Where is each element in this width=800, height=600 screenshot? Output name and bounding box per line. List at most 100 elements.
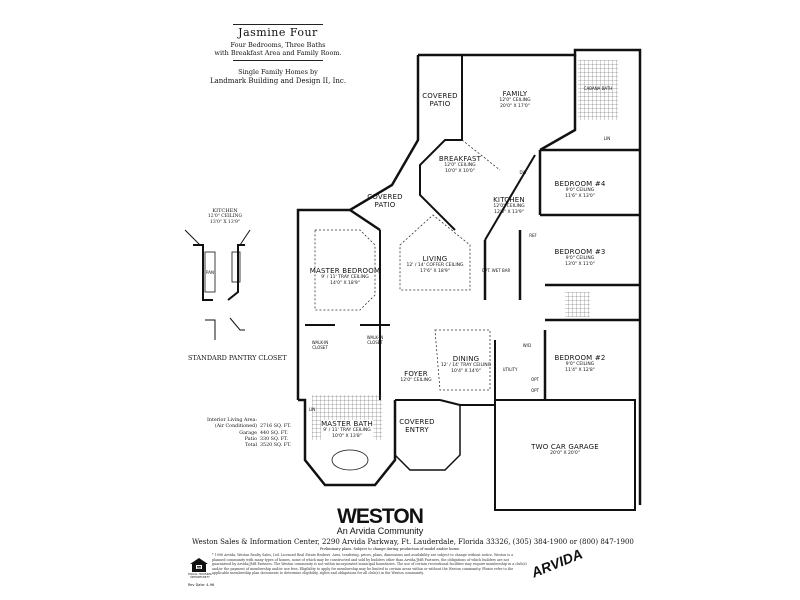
room-name: BEDROOM #4 xyxy=(554,180,606,188)
room-walkin-closet-left: WALK-IN CLOSET xyxy=(312,340,329,350)
room-bedroom-4: BEDROOM #4 9'0" CEILING 11'6" X 13'0" xyxy=(554,180,605,200)
room-size: 14'0" X 18'9" xyxy=(330,281,360,286)
room-name: TWO CAR GARAGE xyxy=(531,443,599,451)
bath-tile xyxy=(565,292,590,317)
room-name: CLOSET xyxy=(367,340,383,345)
room-name: FAMILY xyxy=(502,90,528,98)
room-name: MASTER BATH xyxy=(321,420,373,428)
area-row: (Air Conditioned)2716 SQ. FT. xyxy=(200,424,300,430)
builder-name: Landmark Building and Design II, Inc. xyxy=(209,77,347,85)
room-name: KITCHEN xyxy=(493,196,525,204)
room-size: 11'6" X 13'0" xyxy=(565,194,595,199)
room-ceiling: 12'0" CEILING xyxy=(499,98,531,103)
room-utility: UTILITY xyxy=(502,367,518,372)
room-name: FOYER xyxy=(404,370,428,378)
cabana-bath-tile xyxy=(578,60,618,120)
sales-center-info: Weston Sales & Information Center, 2290 … xyxy=(192,538,634,546)
room-name: MASTER BEDROOM xyxy=(309,267,381,275)
area-table: Interior Living Area: (Air Conditioned)2… xyxy=(200,418,300,449)
equal-housing-icon xyxy=(190,558,208,572)
linen-label: LIN xyxy=(308,407,316,412)
weston-tagline: An Arvida Community xyxy=(336,526,424,536)
coffer-ceiling-outline xyxy=(399,214,471,291)
room-size: 13'0" X 13'9" xyxy=(210,220,240,225)
room-dining: DINING 12' / 14' TRAY CEILING 10'4" X 14… xyxy=(441,355,491,375)
room-ceiling: 12'0" CEILING xyxy=(493,204,525,209)
refrigerator-label: REF xyxy=(529,233,537,238)
room-covered-patio-mid: COVERED PATIO xyxy=(367,193,403,209)
room-name: COVERED xyxy=(422,92,458,100)
builder-line: Single Family Homes by xyxy=(238,68,318,76)
pantry-caption: STANDARD PANTRY CLOSET xyxy=(188,354,287,362)
bathtub xyxy=(331,449,369,471)
room-living: LIVING 12' / 14' COFFER CEILING 17'6" X … xyxy=(407,255,464,275)
room-ceiling: 9' / 11' TRAY CEILING xyxy=(321,275,369,280)
room-name: COVERED xyxy=(367,193,403,201)
room-name: COVERED xyxy=(399,418,435,426)
room-size: 12'0" X 13'9" xyxy=(494,210,524,215)
revision-date: Rev Date: 4-96 xyxy=(188,583,215,587)
room-ceiling: 9'0" CEILING xyxy=(565,188,595,193)
room-name: BREAKFAST xyxy=(438,155,482,163)
washer-dryer-label: W/D xyxy=(522,343,532,348)
preliminary-note: Preliminary plans. Subject to change dur… xyxy=(319,547,461,551)
pantry-inset-kitchen: KITCHEN 12'0" CEILING 13'0" X 13'9" xyxy=(208,208,242,226)
exterior-wall xyxy=(296,55,420,400)
room-master-bath: MASTER BATH 9' / 11' TRAY CEILING 10'0" … xyxy=(321,420,373,440)
room-ceiling: 9' / 11' TRAY CEILING xyxy=(321,428,373,434)
room-name: WALK-IN xyxy=(366,335,384,340)
room-size: 17'6" X 18'9" xyxy=(420,269,450,274)
area-label: (Air Conditioned) xyxy=(214,424,257,430)
room-name: ENTRY xyxy=(405,426,429,434)
area-row: Interior Living Area: xyxy=(200,418,300,424)
room-size: 13'0" X 11'0" xyxy=(565,262,595,267)
room-name: KITCHEN xyxy=(212,208,238,214)
room-name: BEDROOM #2 xyxy=(554,354,606,362)
room-ceiling: 12' / 14' COFFER CEILING xyxy=(406,263,464,268)
room-family: FAMILY 12'0" CEILING 20'0" X 17'0" xyxy=(499,90,530,110)
plan-title: Jasmine Four xyxy=(238,26,318,39)
room-bedroom-3: BEDROOM #3 9'0" CEILING 13'0" X 11'0" xyxy=(554,248,605,268)
room-walkin-closet-right: WALK-IN CLOSET xyxy=(367,335,384,345)
weston-logo: WESTON xyxy=(337,505,424,528)
room-name: CLOSET xyxy=(312,345,328,350)
room-ceiling: 12'0" CEILING xyxy=(444,163,476,168)
area-label: Total xyxy=(244,443,257,449)
opt-label: OPT xyxy=(530,377,540,382)
room-name: BEDROOM #3 xyxy=(554,248,606,256)
pantry-wall xyxy=(193,244,213,301)
room-size: 10'0" X 13'8" xyxy=(321,434,373,440)
exterior-wall xyxy=(298,398,397,487)
room-bedroom-2: BEDROOM #2 9'0" CEILING 11'4" X 12'8" xyxy=(554,354,605,374)
divider xyxy=(233,24,323,25)
dishwasher-label: DW xyxy=(519,170,527,175)
legal-disclaimer: * 1996 Arvida, Weston Realty Sales, Ltd.… xyxy=(212,553,527,576)
room-covered-patio-top: COVERED PATIO xyxy=(422,92,458,108)
room-ceiling: 12' / 14' TRAY CEILING xyxy=(440,363,492,368)
exterior-wall xyxy=(418,48,642,505)
room-size: 20'0" X 17'0" xyxy=(500,104,530,109)
area-value: 3520 SQ. FT. xyxy=(260,443,292,449)
room-name: PATIO xyxy=(374,201,396,209)
pantry-label: PAN xyxy=(206,270,214,275)
room-ceiling: 9'0" CEILING xyxy=(565,362,595,367)
room-garage: TWO CAR GARAGE 20'0" X 20'0" xyxy=(531,443,599,457)
divider xyxy=(233,60,323,61)
room-size: 10'0" X 10'0" xyxy=(445,169,475,174)
tray-ceiling-outline xyxy=(434,329,491,391)
plan-subtitle-2: with Breakfast Area and Family Room. xyxy=(214,49,342,57)
room-size: 20'0" X 20'0" xyxy=(550,451,580,456)
room-name: WALK-IN xyxy=(311,340,329,345)
room-ceiling: 12'0" CEILING xyxy=(400,378,432,383)
linen-label: LIN xyxy=(603,136,611,141)
room-ceiling: 9'0" CEILING xyxy=(565,256,595,261)
room-name: LIVING xyxy=(422,255,448,263)
area-label: Patio xyxy=(244,436,257,442)
room-kitchen: KITCHEN 12'0" CEILING 12'0" X 13'9" xyxy=(493,196,525,216)
area-value: 2716 SQ. FT. xyxy=(260,424,292,430)
plan-subtitle: Four Bedrooms, Three Baths xyxy=(230,41,326,49)
area-value: 330 SQ. FT. xyxy=(260,436,289,442)
